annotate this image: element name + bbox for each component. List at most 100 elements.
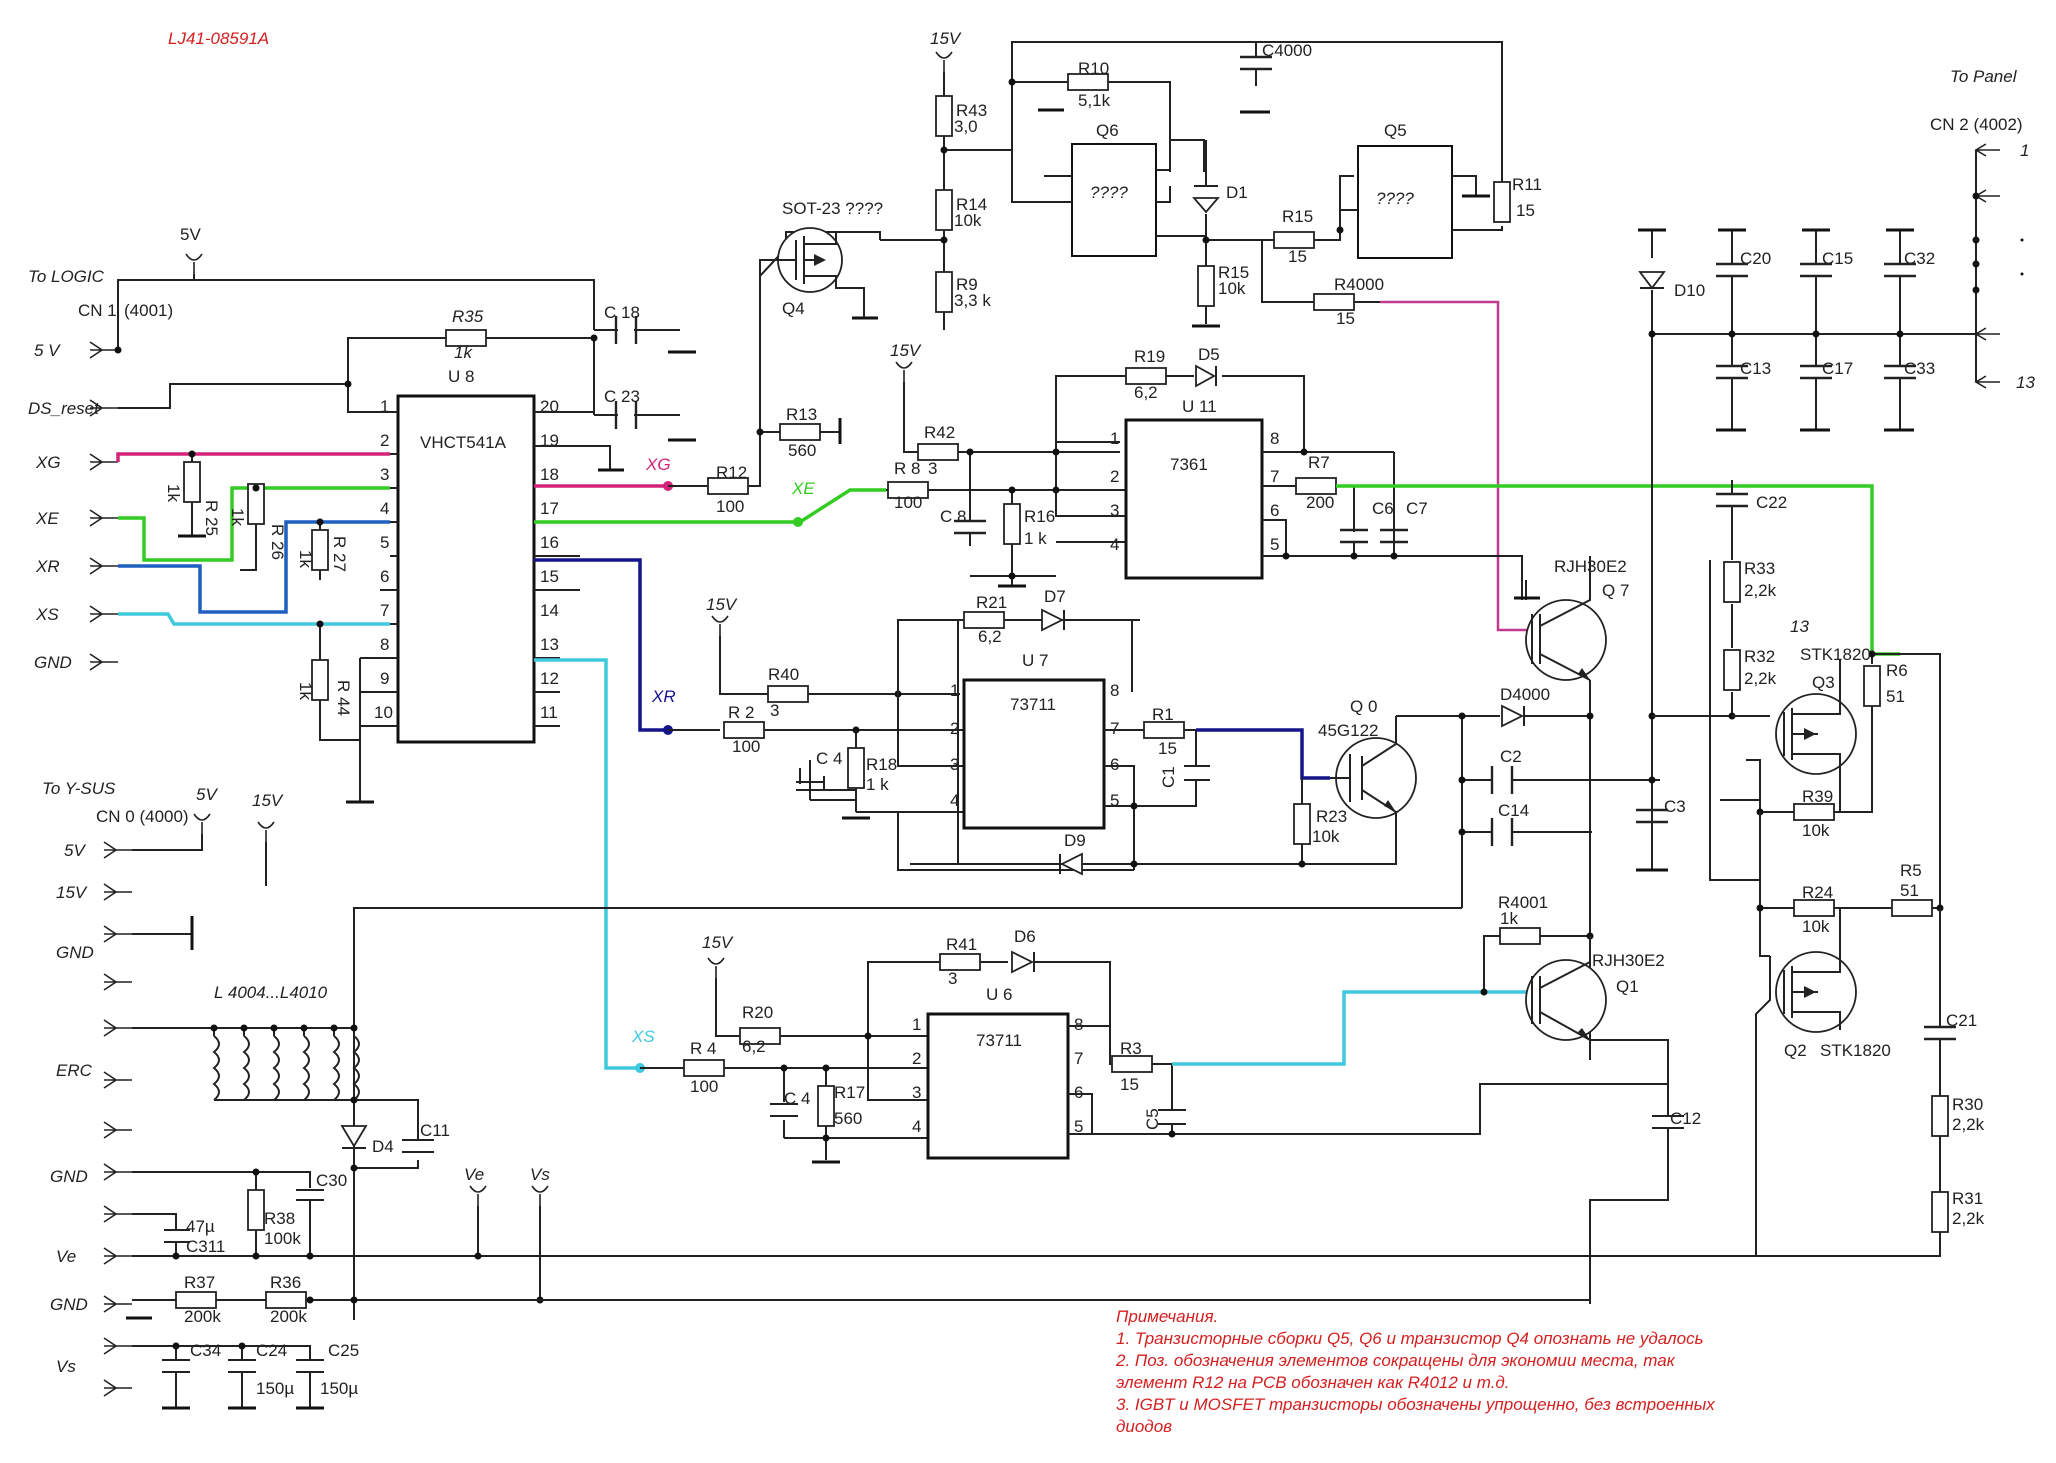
u11-ref: U 11: [1182, 397, 1217, 416]
u7-type: 73711: [1010, 695, 1056, 714]
c11-label: C11: [420, 1121, 450, 1140]
u7-pin-2: 2: [950, 719, 959, 738]
rail-15v-ysus: 15V: [252, 791, 284, 810]
r13-ref: R13: [786, 405, 817, 424]
r43-ref: R43: [956, 101, 987, 120]
r8-ref: R 8: [894, 459, 920, 478]
r5-ref: R5: [1900, 861, 1922, 880]
u6-pin-6: 6: [1074, 1083, 1083, 1102]
r30-val: 2,2k: [1952, 1115, 1985, 1134]
u8-pin-14: 14: [540, 601, 559, 620]
q3-type: STK1820: [1800, 645, 1871, 664]
to-logic-label: To LOGIC: [28, 267, 105, 286]
q4-note: SOT-23 ????: [782, 199, 883, 218]
u8-pin-13: 13: [540, 635, 559, 654]
r16-val: 1 k: [1024, 529, 1047, 548]
cn0-pin-ve: Ve: [56, 1247, 76, 1266]
transistor-q4: [777, 227, 865, 306]
r6-val: 51: [1886, 687, 1905, 706]
xe-net-label: XE: [791, 479, 815, 498]
q6-type: ????: [1090, 183, 1128, 202]
r44-ref: R 44: [334, 680, 353, 716]
r4-val: 100: [690, 1077, 718, 1096]
chip-u11: U 11 7361 1 2 3 4 8 7 6 5: [1110, 397, 1279, 580]
r24-val: 10k: [1802, 917, 1830, 936]
c12-label: C12: [1670, 1109, 1701, 1128]
u11-type: 7361: [1170, 455, 1208, 474]
r26-val: 1k: [228, 508, 247, 526]
u7-pin-8: 8: [1110, 681, 1119, 700]
cn0-pin-gnd-3: GND: [50, 1295, 88, 1314]
diagram-title: LJ41-08591A: [168, 29, 269, 48]
u6-ref: U 6: [986, 985, 1012, 1004]
r15a-ref: R15: [1282, 207, 1313, 226]
u11-pin-8: 8: [1270, 429, 1279, 448]
note-2: 2. Поз. обозначения элементов сокращены …: [1115, 1351, 1676, 1370]
c311-ref: C311: [186, 1237, 225, 1256]
u7-pin-7: 7: [1110, 719, 1119, 738]
notes-heading: Примечания.: [1116, 1307, 1218, 1326]
c1-label: C1: [1159, 766, 1178, 788]
u11-pin-1: 1: [1110, 429, 1119, 448]
r7-val: 200: [1306, 493, 1334, 512]
r15b-ref: R15: [1218, 263, 1249, 282]
r14-ref: R14: [956, 195, 987, 214]
u7-ref: U 7: [1022, 651, 1048, 670]
r25-ref: R 25: [202, 500, 221, 536]
cn0-pin-erc: ERC: [56, 1061, 93, 1080]
c33-label: C33: [1904, 359, 1935, 378]
notes-block: Примечания. 1. Транзисторные сборки Q5, …: [1115, 1307, 1715, 1436]
q6-ref: Q6: [1096, 121, 1119, 140]
r27-ref: R 27: [330, 536, 349, 572]
r37-ref: R37: [184, 1273, 215, 1292]
q1-type: RJH30E2: [1592, 951, 1665, 970]
u8-pin-9: 9: [380, 669, 389, 688]
r11-val: 15: [1516, 201, 1535, 220]
r18-ref: R18: [866, 755, 897, 774]
r10-ref: R10: [1078, 59, 1109, 78]
r33-ref: R33: [1744, 559, 1775, 578]
u6-pin-3: 3: [912, 1083, 921, 1102]
r6-ref: R6: [1886, 661, 1908, 680]
r1-ref: R1: [1152, 705, 1174, 724]
transistor-q1: [1525, 936, 1607, 1060]
r35-ref: R35: [452, 307, 484, 326]
xr-net-label: XR: [651, 687, 676, 706]
u8-pin-5: 5: [380, 533, 389, 552]
u8-pin-1: 1: [380, 397, 389, 416]
r4-ref: R 4: [690, 1039, 716, 1058]
u8-pin-12: 12: [540, 669, 559, 688]
r12-ref: R12: [716, 463, 747, 482]
u8-pin-3: 3: [380, 465, 389, 484]
r38-ref: R38: [264, 1209, 295, 1228]
r24-ref: R24: [1802, 883, 1833, 902]
cn1-pin-xg: XG: [35, 453, 61, 472]
r39-ref: R39: [1802, 787, 1833, 806]
rail-15v-u7: 15V: [706, 595, 738, 614]
chip-q6: Q6 ????: [1071, 121, 1157, 257]
r23-ref: R23: [1316, 807, 1347, 826]
q5-type: ????: [1376, 189, 1414, 208]
u8-pin-4: 4: [380, 499, 389, 518]
r18-val: 1 k: [866, 775, 889, 794]
r13-val: 560: [788, 441, 816, 460]
xg-net-label: XG: [645, 455, 671, 474]
chip-u7: U 7 73711 1 2 3 4 8 7 6 5: [950, 651, 1119, 830]
u7-pin-5: 5: [1110, 791, 1119, 810]
u6-pin-1: 1: [912, 1015, 921, 1034]
r15b-val: 10k: [1218, 279, 1246, 298]
cn2-name: CN 2 (4002): [1930, 115, 2023, 134]
r17-val: 560: [834, 1109, 862, 1128]
r38-val: 100k: [264, 1229, 301, 1248]
u8-pin-2: 2: [380, 431, 389, 450]
r4001-ref: R4001: [1498, 893, 1548, 912]
d5-label: D5: [1198, 345, 1220, 364]
r19-ref: R19: [1134, 347, 1165, 366]
cn1-pin-xr: XR: [35, 557, 60, 576]
r5-val: 51: [1900, 881, 1919, 900]
u11-pin-5: 5: [1270, 535, 1279, 554]
transistor-q0: [1330, 716, 1417, 826]
r37-val: 200k: [184, 1307, 221, 1326]
d4-label: D4: [372, 1137, 394, 1156]
r11-ref: R11: [1512, 175, 1542, 194]
